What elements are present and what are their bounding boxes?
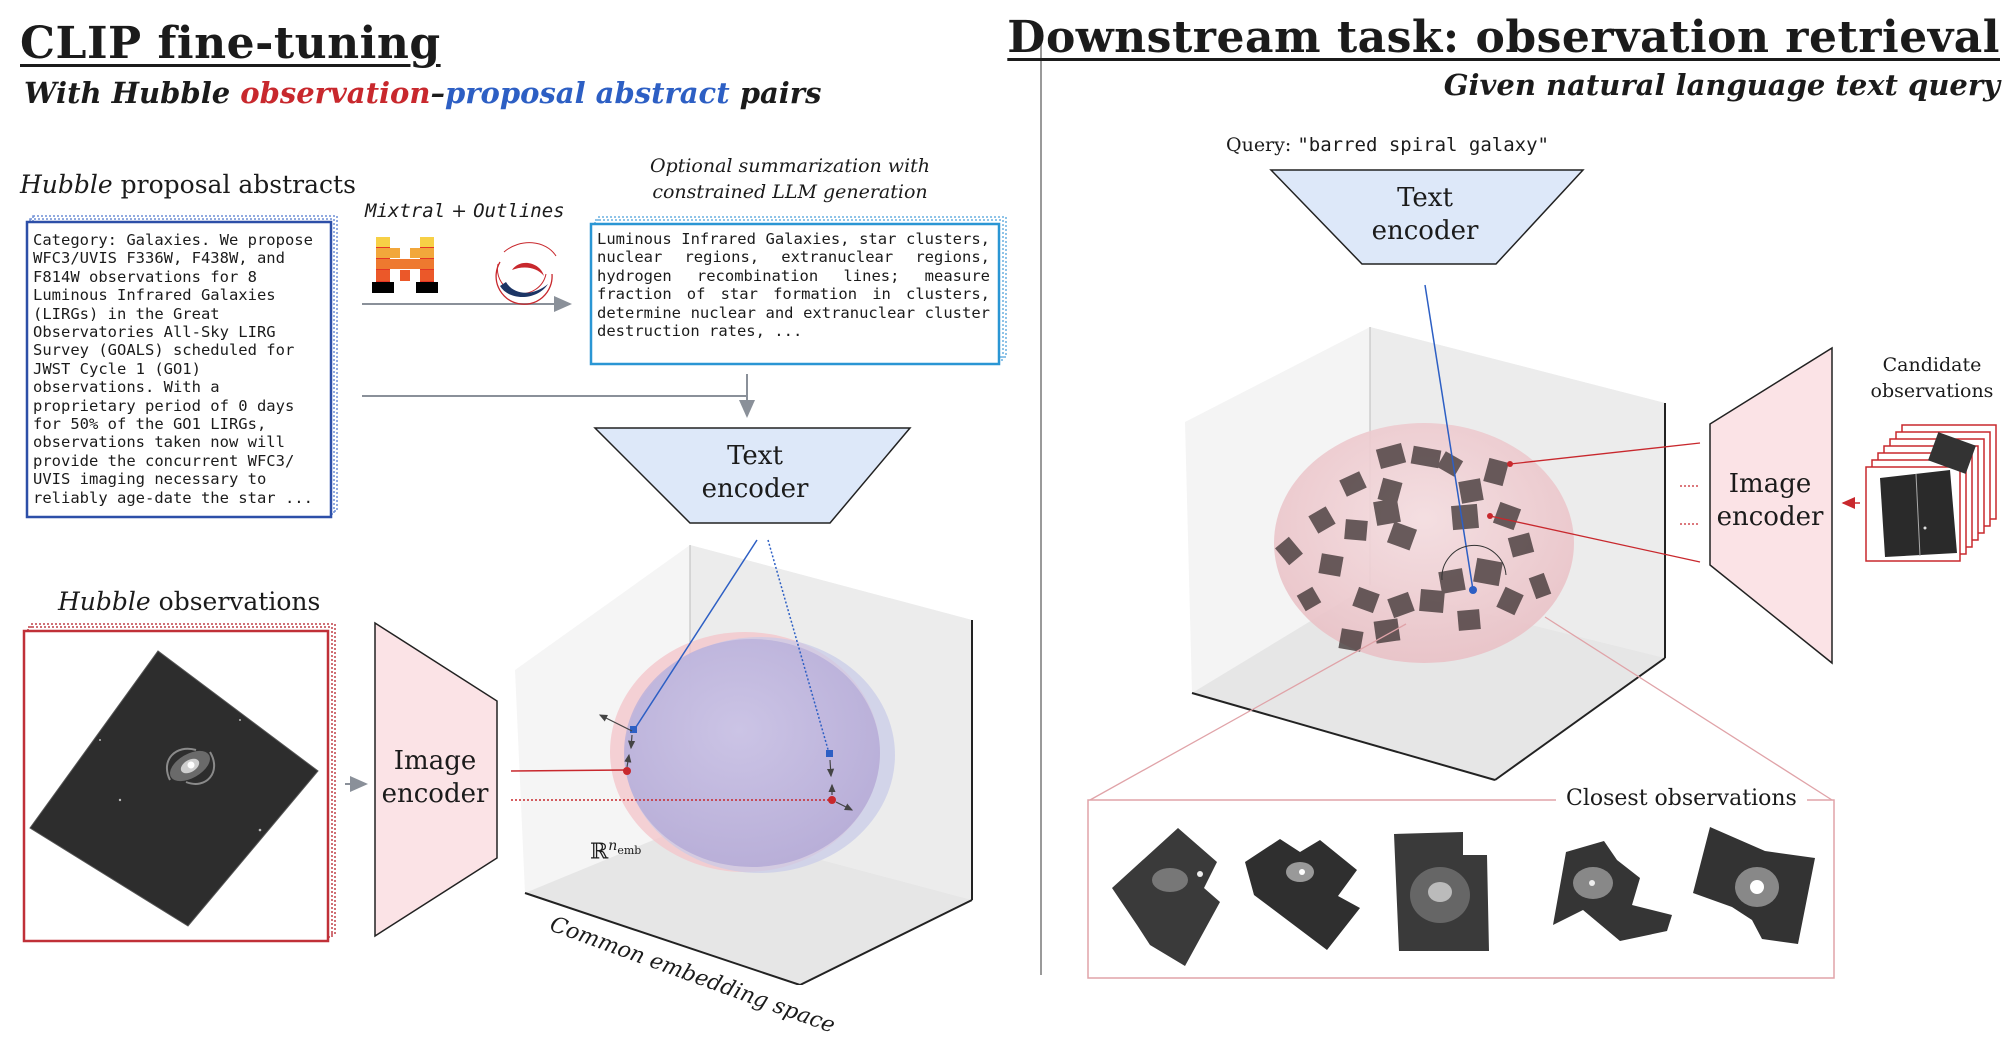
space-symbol-n: n [608,838,617,854]
right-text-encoder-label: Text encoder [1360,182,1490,248]
observations-label-rest: observations [151,587,321,616]
query-label: Query: [1226,134,1297,156]
observations-label-italic: Hubble [58,587,151,616]
image-encoder-line1: Image [378,745,492,778]
abstracts-label: Hubble proposal abstracts [20,170,356,199]
abstracts-label-rest: proposal abstracts [113,170,356,199]
query-line: Query: "barred spiral galaxy" [1226,134,1549,156]
candidate-label-line2: observations [1862,378,2002,404]
right-title: Downstream task: observation retrieval [1007,12,2000,63]
candidate-label: Candidate observations [1862,352,2002,404]
space-symbol-emb: emb [617,844,641,857]
llm-label-plus: + [445,200,473,222]
image-encoder-line2: encoder [378,778,492,811]
right-image-encoder-label: Image encoder [1712,468,1828,534]
query-text: "barred spiral galaxy" [1297,134,1549,156]
closest-observations-label: Closest observations [1556,786,1807,811]
right-text-encoder-line2: encoder [1360,215,1490,248]
text-encoder-line1: Text [690,440,820,473]
llm-label: Mixtral + Outlines [365,200,565,222]
left-text-encoder-label: Text encoder [690,440,820,506]
candidate-stack [1866,425,1996,561]
left-image-encoder-label: Image encoder [378,745,492,811]
right-image-encoder-line2: encoder [1712,501,1828,534]
observations-label: Hubble observations [58,587,320,616]
text-encoder-line2: encoder [690,473,820,506]
mistral-logo-icon [372,237,438,293]
candidate-label-line1: Candidate [1862,352,2002,378]
summary-textbox: Luminous Infrared Galaxies, star cluster… [597,230,990,360]
abstracts-label-italic: Hubble [20,170,113,199]
summary-caption: Optional summarization with constrained … [640,153,940,205]
llm-label-mixtral: Mixtral [365,200,445,222]
right-subtitle: Given natural language text query [1444,68,2000,102]
outlines-logo-icon [496,243,556,305]
abstract-textbox: Category: Galaxies. We propose WFC3/UVIS… [33,231,325,511]
right-image-encoder-line1: Image [1712,468,1828,501]
embedding-space-symbol: ℝnemb [590,838,641,864]
right-text-encoder-line1: Text [1360,182,1490,215]
space-symbol-r: ℝ [590,839,608,864]
llm-label-outlines: Outlines [473,200,565,222]
